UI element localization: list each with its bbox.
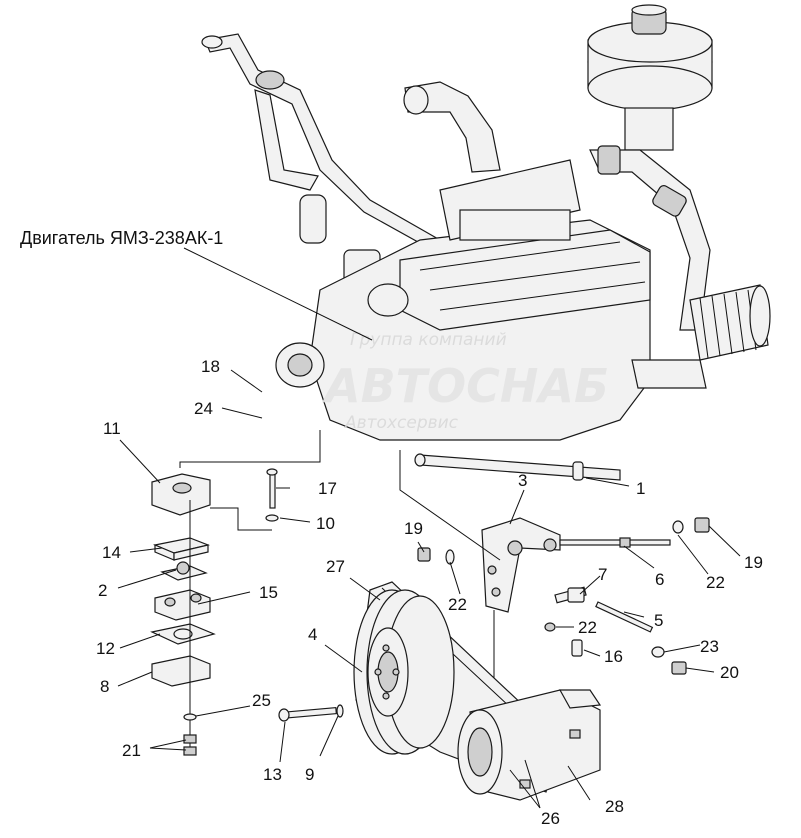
callout: 17: [318, 479, 337, 498]
callout: 2: [98, 581, 107, 600]
callout: 15: [259, 583, 278, 602]
callout: 28: [605, 797, 624, 816]
callout: 4: [308, 625, 317, 644]
watermark: Группа компаний АВТОСНАБ Автохсервис: [322, 330, 609, 433]
watermark-line3: Автохсервис: [344, 413, 459, 433]
corrugated-hose: [689, 284, 771, 361]
leader-lines: [117, 247, 741, 809]
engine-mount-right: [631, 359, 707, 389]
callout: 5: [654, 611, 663, 630]
plate-8: [151, 655, 211, 687]
callout: 14: [102, 543, 121, 562]
callout: 13: [263, 765, 282, 784]
callout: 12: [96, 639, 115, 658]
callout: 19: [744, 553, 763, 572]
callout: 25: [252, 691, 271, 710]
watermark-line2: АВТОСНАБ: [322, 359, 609, 413]
callout: 26: [541, 809, 560, 828]
bracket: [481, 517, 561, 613]
callout: 16: [604, 647, 623, 666]
bracket-11: [151, 473, 211, 516]
callout: 1: [636, 479, 645, 498]
drive-assembly: [278, 581, 602, 801]
elbow-pipe-top: [404, 81, 501, 173]
callout: 18: [201, 357, 220, 376]
left-mount-stack: [150, 430, 321, 756]
pipe-lower-left: [254, 89, 319, 191]
callout: 27: [326, 557, 345, 576]
callout-labels: 1 2 3 4 5 6 7 8 9 10 11 12 13 14 15 16 1…: [96, 357, 763, 828]
callout: 10: [316, 514, 335, 533]
callout: 19: [404, 519, 423, 538]
engine-title: Двигатель ЯМЗ-238АК-1: [20, 228, 223, 248]
fuel-filter: [299, 194, 327, 244]
callout: 3: [518, 471, 527, 490]
callout: 11: [103, 419, 121, 438]
callout: 7: [598, 565, 607, 584]
callout: 22: [706, 573, 725, 592]
bracket-assembly: [399, 450, 710, 690]
callout: 8: [100, 677, 109, 696]
callout: 24: [194, 399, 213, 418]
mount-block-15: [154, 589, 211, 621]
callout: 21: [122, 741, 141, 760]
callout: 20: [720, 663, 739, 682]
callout: 23: [700, 637, 719, 656]
engine-assembly: [201, 4, 771, 481]
compressor: [457, 689, 602, 801]
air-filter: [587, 4, 713, 151]
watermark-line1: Группа компаний: [350, 330, 507, 350]
callout: 6: [655, 570, 664, 589]
callout: 22: [448, 595, 467, 614]
callout: 22: [578, 618, 597, 637]
callout: 9: [305, 765, 314, 784]
